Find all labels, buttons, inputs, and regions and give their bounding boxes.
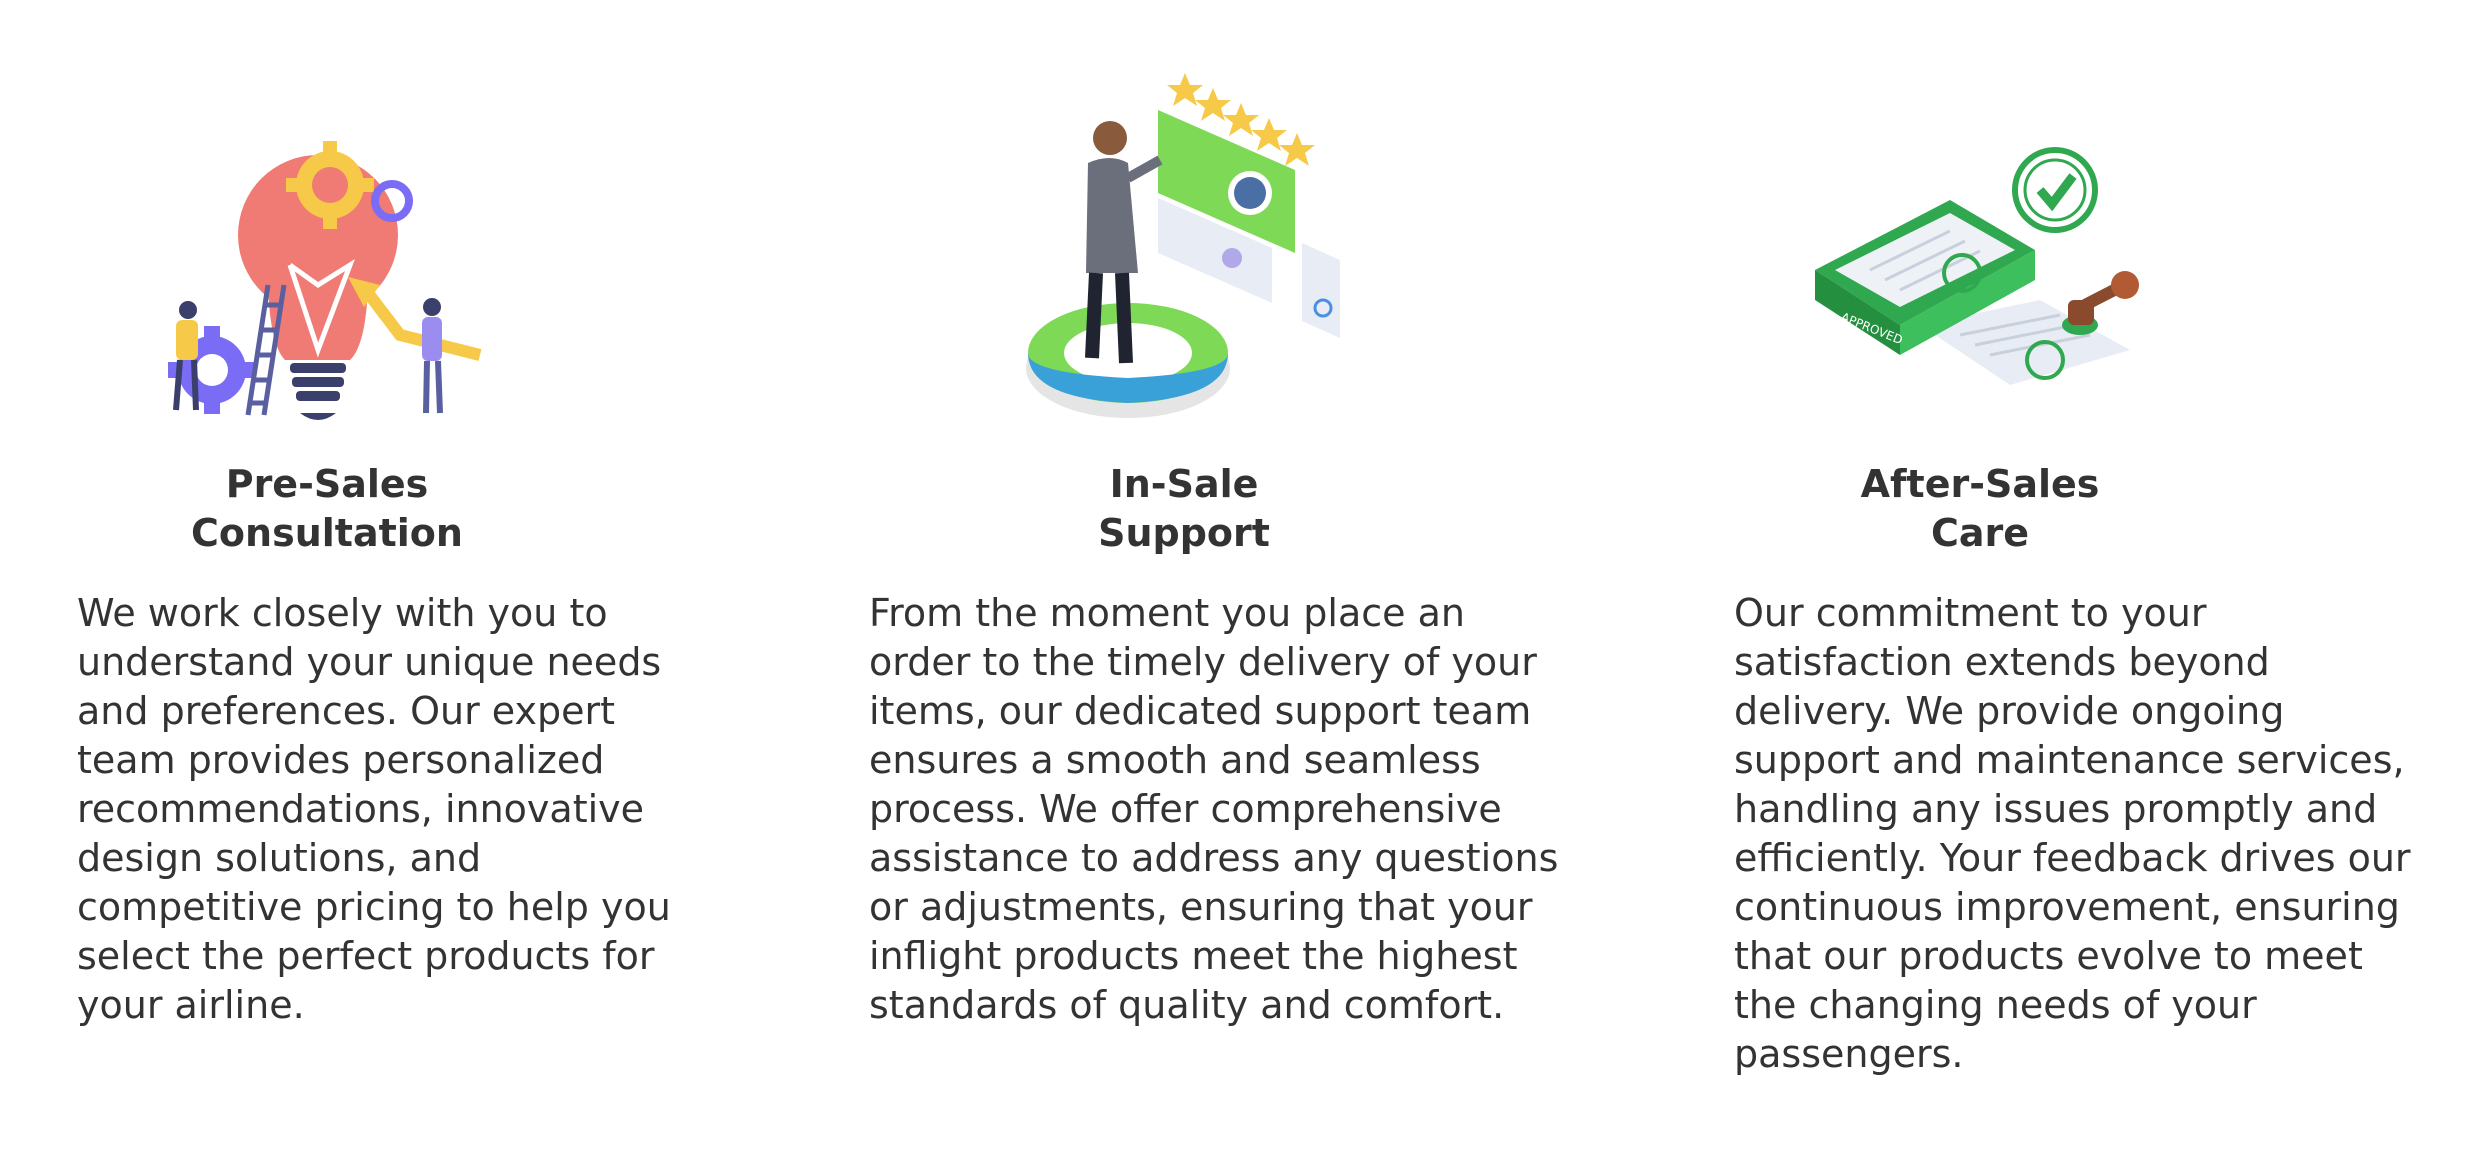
service-description: Our commitment to your satisfaction exte…	[1734, 591, 2411, 1076]
service-title-line1: After-Sales	[1860, 462, 2100, 506]
service-title: After-Sales Care	[1861, 460, 2100, 558]
service-title: Pre-Sales Consultation	[191, 460, 463, 558]
service-description: We work closely with you to understand y…	[77, 591, 671, 1027]
service-description: From the moment you place an order to th…	[869, 591, 1559, 1027]
idea-lightbulb-gears-illustration	[150, 135, 490, 420]
service-title-line1: In-Sale	[1109, 462, 1259, 506]
service-title-line2: Care	[1930, 511, 2030, 555]
rating-stars-icon	[1167, 73, 1315, 166]
service-title: In-Sale Support	[1098, 460, 1270, 558]
service-title-line2: Support	[1098, 511, 1270, 555]
service-title-line1: Pre-Sales	[225, 462, 429, 506]
service-title-line2: Consultation	[191, 511, 463, 555]
approved-documents-stamp-illustration: APPROVED	[1810, 135, 2150, 420]
support-person-rating-illustration	[1010, 68, 1370, 428]
